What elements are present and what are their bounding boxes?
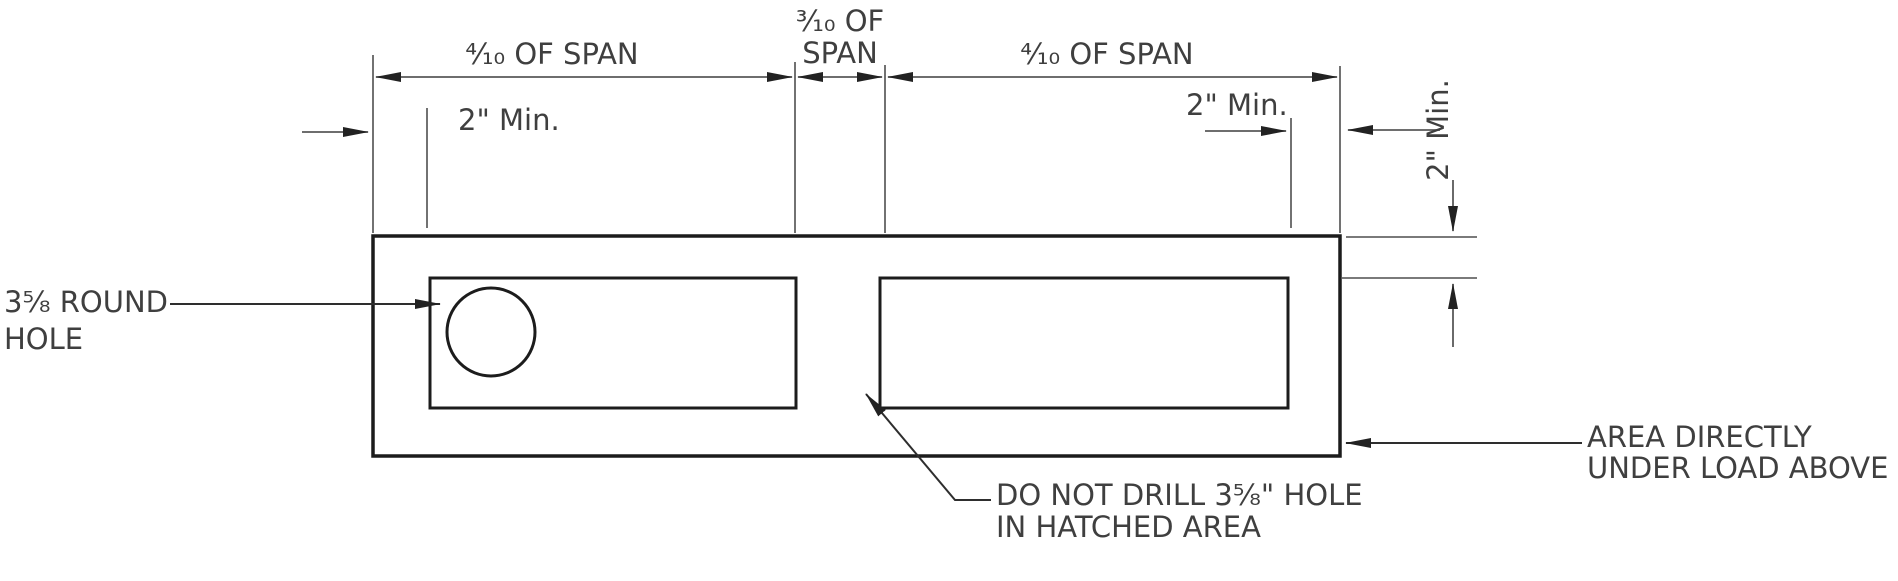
leader-do-not-drill	[865, 393, 991, 501]
label-do-not-drill-line1: DO NOT DRILL 3⁵⁄₈" HOLE	[996, 478, 1363, 512]
dimension-lines	[302, 72, 1458, 347]
label-round-hole-line1: 3⁵⁄₈ ROUND	[4, 285, 168, 319]
label-2in-min-vertical: 2" Min.	[1421, 79, 1455, 181]
round-hole	[445, 286, 537, 378]
label-round-hole-line2: HOLE	[4, 322, 83, 356]
joist-body	[371, 234, 1342, 458]
extension-lines	[372, 55, 1477, 279]
label-area-under-load-line2: UNDER LOAD ABOVE	[1587, 451, 1888, 485]
label-2in-min-right: 2" Min.	[1186, 88, 1288, 122]
diagram-labels: ⁴⁄₁₀ OF SPAN ³⁄₁₀ OF SPAN ⁴⁄₁₀ OF SPAN 2…	[4, 4, 1888, 544]
label-span-mid-line2: SPAN	[802, 36, 878, 70]
joist-outline-hatched-area	[371, 234, 1342, 458]
allowed-drill-opening-right	[878, 276, 1290, 410]
label-span-mid-line1: ³⁄₁₀ OF	[796, 4, 884, 38]
label-2in-min-left: 2" Min.	[458, 103, 560, 137]
label-span-right: ⁴⁄₁₀ OF SPAN	[1020, 37, 1193, 71]
leader-lines	[170, 299, 1582, 501]
label-do-not-drill-line2: IN HATCHED AREA	[996, 510, 1261, 544]
label-span-left: ⁴⁄₁₀ OF SPAN	[465, 37, 638, 71]
label-area-under-load-line1: AREA DIRECTLY	[1587, 420, 1812, 454]
